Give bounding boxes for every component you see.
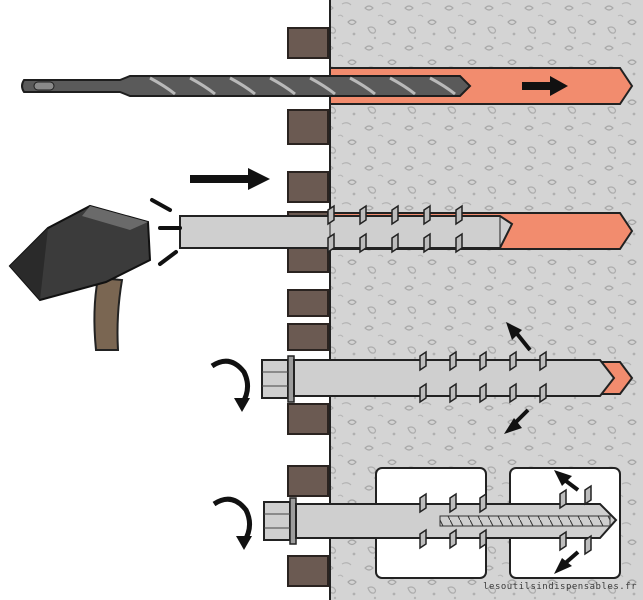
drill-step xyxy=(21,67,634,105)
rotation-arrow-icon xyxy=(210,358,250,412)
screw-step xyxy=(210,322,634,434)
arrow-right-icon xyxy=(522,76,568,96)
arrow-right-icon xyxy=(190,168,270,190)
expansion-arrow-icon xyxy=(554,470,580,574)
impact-lines xyxy=(150,198,182,266)
detail-step xyxy=(212,467,621,579)
hex-head xyxy=(263,497,297,545)
wall-plug xyxy=(293,350,616,404)
drill-bit xyxy=(21,75,472,97)
rotation-arrow-icon xyxy=(212,496,252,550)
threaded-screw xyxy=(439,515,611,527)
expansion-arrow-icon xyxy=(504,322,532,434)
wall-plug xyxy=(179,204,514,254)
watermark: lesoutilsindispensables.fr xyxy=(483,582,637,592)
hex-head xyxy=(261,355,295,403)
hammer-step xyxy=(8,168,634,351)
hammer-icon xyxy=(8,204,152,351)
